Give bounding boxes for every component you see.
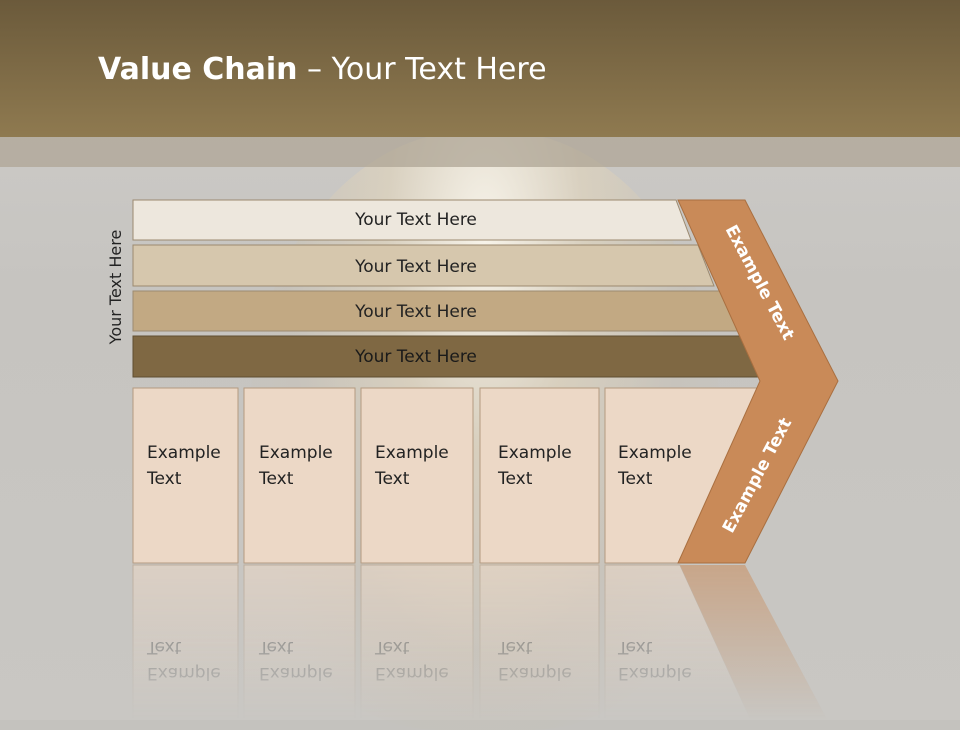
box-3: Example Text: [360, 387, 474, 564]
row-2: Your Text Here: [132, 244, 715, 287]
box-1: Example Text: [132, 387, 239, 564]
box-3-shape: [360, 387, 474, 564]
box-5-text-line1: Example: [618, 443, 692, 463]
box-2-text-line2: Text: [258, 469, 294, 489]
box-5-reflection-text: Example: [618, 663, 692, 683]
box-3-text-line2: Text: [374, 469, 410, 489]
row-2-shape: [132, 244, 715, 287]
title-banner: [0, 0, 960, 137]
diagram-reflection: Example Text Example Text Example Text E…: [132, 564, 828, 720]
title-regular-part: – Your Text Here: [297, 52, 547, 87]
box-3-reflection: [360, 564, 474, 720]
arrow-reflection: [680, 565, 828, 720]
row-1-shape: [132, 199, 692, 241]
box-1-reflection-text2: Text: [146, 637, 182, 657]
row-3-label: Your Text Here: [354, 302, 477, 322]
box-4-reflection-text2: Text: [497, 637, 533, 657]
box-4: Example Text: [479, 387, 600, 564]
row-4: Your Text Here: [132, 335, 763, 378]
box-1-reflection: [132, 564, 239, 720]
box-1-text-line1: Example: [147, 443, 221, 463]
box-5: Example Text: [604, 387, 761, 564]
title-bold-part: Value Chain: [98, 52, 298, 87]
box-4-text-line1: Example: [498, 443, 572, 463]
box-4-reflection-text: Example: [498, 663, 572, 683]
box-2-reflection-text: Example: [259, 663, 333, 683]
box-2: Example Text: [243, 387, 356, 564]
row-1-label: Your Text Here: [354, 210, 477, 230]
chevron-arrow: Example Text Example Text: [677, 199, 839, 564]
row-2-label: Your Text Here: [354, 257, 477, 277]
box-2-shape: [243, 387, 356, 564]
box-1-shape: [132, 387, 239, 564]
title-banner-strip: [0, 137, 960, 167]
box-4-reflection: [479, 564, 600, 720]
box-3-text-line1: Example: [375, 443, 449, 463]
box-1-reflection-text: Example: [147, 663, 221, 683]
box-2-reflection-text2: Text: [258, 637, 294, 657]
box-3-reflection-text: Example: [375, 663, 449, 683]
box-5-reflection-text2: Text: [617, 637, 653, 657]
chevron-arrow-shape: [677, 199, 839, 564]
box-5-text-line2: Text: [617, 469, 653, 489]
row-3: Your Text Here: [132, 290, 739, 332]
box-3-reflection-text2: Text: [374, 637, 410, 657]
box-1-text-line2: Text: [146, 469, 182, 489]
box-4-text-line2: Text: [497, 469, 533, 489]
slide-title: Value Chain – Your Text Here: [98, 52, 547, 87]
box-2-reflection: [243, 564, 356, 720]
row-4-label: Your Text Here: [354, 347, 477, 367]
box-2-text-line1: Example: [259, 443, 333, 463]
row-1: Your Text Here: [132, 199, 692, 241]
box-4-shape: [479, 387, 600, 564]
